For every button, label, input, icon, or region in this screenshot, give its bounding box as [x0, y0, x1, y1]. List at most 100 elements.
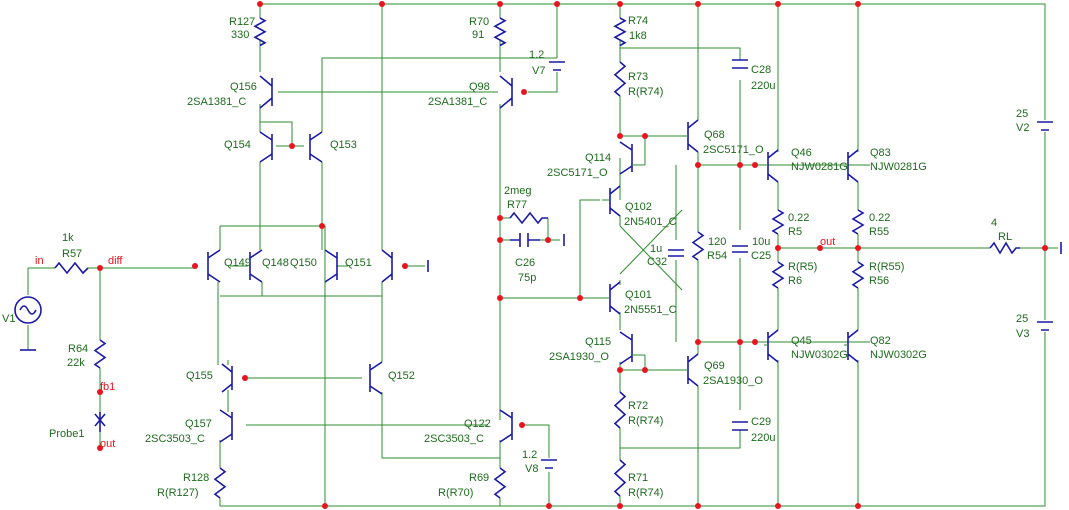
value-c32: 1u [650, 243, 662, 255]
label-q149: Q149 [224, 257, 251, 269]
label-v7: V7 [532, 65, 545, 77]
label-r55: R55 [869, 226, 889, 238]
transistor-q114 [619, 141, 633, 175]
label-r69: R69 [469, 472, 489, 484]
label-c26: C26 [515, 257, 535, 269]
label-v2: V2 [1016, 122, 1029, 134]
value-r5: 0.22 [788, 212, 809, 224]
value-c29: 220u [751, 432, 775, 444]
wires [27, 3, 1058, 507]
resistor-r128 [213, 467, 227, 499]
transistor-q154 [259, 131, 273, 163]
resistor-r74 [613, 17, 627, 47]
label-r56: R56 [869, 275, 889, 287]
value-r70: 91 [472, 29, 484, 41]
label-rl: RL [998, 231, 1012, 243]
components [14, 17, 1062, 499]
source-v1 [14, 296, 42, 324]
label-r72: R72 [628, 400, 648, 412]
label-q102: Q102 [625, 201, 652, 213]
model-q101: 2N5551_C [624, 304, 677, 316]
value-r72: R(R74) [628, 415, 663, 427]
transistor-q98 [499, 75, 513, 109]
transistor-q149 [207, 249, 221, 283]
transistor-q155 [221, 363, 233, 393]
model-q45: NJW0302G [791, 349, 848, 361]
model-q82: NJW0302G [870, 349, 927, 361]
label-r54: R54 [707, 250, 727, 262]
transistor-q151 [381, 249, 393, 283]
label-c32: C32 [647, 256, 667, 268]
value-r74: 1k8 [629, 30, 647, 42]
transistor-q115 [619, 331, 633, 365]
label-r71: R71 [628, 472, 648, 484]
resistor-r72 [613, 391, 627, 429]
resistor-r5 [771, 209, 785, 235]
resistor-r73 [613, 61, 627, 97]
source-v1-wave [19, 305, 37, 315]
label-q150: Q150 [290, 257, 317, 269]
label-q98: Q98 [469, 81, 490, 93]
model-q98: 2SA1381_C [428, 96, 487, 108]
transistor-q157 [219, 409, 233, 443]
label-r127: R127 [229, 16, 255, 28]
value-r127: 330 [231, 29, 249, 41]
transistor-q69 [687, 353, 699, 387]
label-q157: Q157 [185, 418, 212, 430]
label-v1: V1 [2, 313, 15, 325]
label-q69: Q69 [704, 360, 725, 372]
label-q122: Q122 [464, 418, 491, 430]
label-r74: R74 [628, 15, 648, 27]
resistor-r70 [493, 17, 507, 47]
battery-v7 [549, 61, 565, 71]
model-q157: 2SC3503_C [145, 433, 205, 445]
model-q122: 2SC3503_C [424, 433, 484, 445]
resistor-r77 [509, 211, 548, 225]
model-q102: 2N5401_C [624, 216, 677, 228]
label-c25: C25 [751, 250, 771, 262]
transistor-q46 [767, 149, 779, 183]
value-c25: 10u [752, 236, 770, 248]
capacitor-c28 [732, 59, 748, 69]
value-r73: R(R74) [628, 86, 663, 98]
label-q151: Q151 [345, 257, 372, 269]
label-q45: Q45 [791, 335, 812, 347]
model-q83: NJW0281G [870, 161, 927, 173]
label-r70: R70 [469, 16, 489, 28]
label-q68: Q68 [704, 129, 725, 141]
transistor-q82 [847, 329, 859, 363]
net-in: in [35, 255, 44, 267]
resistor-r56 [851, 261, 865, 289]
capacitor-c25 [732, 245, 748, 253]
transistor-q83 [847, 149, 859, 183]
capacitor-c29 [732, 421, 748, 431]
transistor-q122 [499, 409, 513, 443]
label-v8: V8 [525, 463, 538, 475]
value-v8: 1.2 [522, 449, 537, 461]
capacitor-c32 [668, 249, 684, 257]
transistor-q68 [687, 119, 699, 153]
model-q114: 2SC5171_O [547, 167, 608, 179]
resistor-r54 [691, 231, 705, 261]
label-v3: V3 [1016, 328, 1029, 340]
label-q154: Q154 [224, 139, 251, 151]
label-q153: Q153 [330, 139, 357, 151]
net-diff: diff [108, 255, 123, 267]
value-r57: 1k [62, 232, 74, 244]
label-r64: R64 [68, 343, 88, 355]
resistor-r55 [851, 209, 865, 235]
transistor-q150 [324, 249, 338, 283]
label-q114: Q114 [585, 152, 611, 164]
value-r55: 0.22 [869, 212, 890, 224]
transistor-q101 [609, 281, 621, 315]
label-q83: Q83 [870, 147, 891, 159]
resistor-r69 [493, 467, 507, 499]
value-v7: 1.2 [529, 49, 544, 61]
value-r69: R(R70) [438, 487, 473, 499]
transistor-q153 [309, 131, 323, 163]
resistor-r57 [54, 261, 89, 275]
label-c28: C28 [751, 64, 771, 76]
resistor-r64 [93, 339, 107, 369]
transistor-q152 [369, 361, 383, 395]
model-q69: 2SA1930_O [703, 375, 763, 387]
